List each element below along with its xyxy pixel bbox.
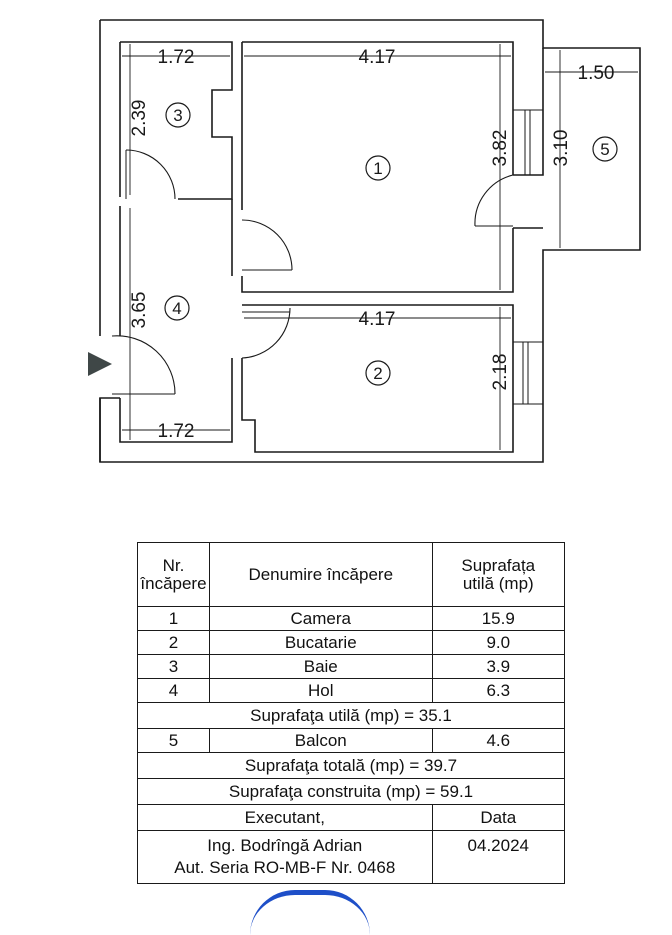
executant-label: Executant, [137, 804, 433, 831]
dim-room-3-width: 1.72 [158, 47, 195, 68]
row-name: Baie [208, 654, 433, 679]
room-3-label: 3 [173, 106, 182, 125]
table-row: 2 Bucatarie 9.0 [137, 630, 566, 655]
entrance-door-swing [111, 335, 176, 395]
dim-balcony-length: 3.10 [551, 130, 572, 167]
floor-plan: 1.72 2.39 4.17 3.82 1.50 3.10 4.17 2.18 … [88, 19, 641, 463]
bathroom-door-swing [125, 149, 176, 200]
dim-room-2-width: 4.17 [359, 309, 396, 330]
dim-hall-width: 1.72 [158, 421, 195, 442]
table-row: 3 Baie 3.9 [137, 654, 566, 679]
room-5-label: 5 [600, 140, 609, 159]
hall-wall [119, 199, 233, 443]
built-area: Suprafaţa construita (mp) = 59.1 [137, 778, 565, 805]
row-area: 4.6 [431, 728, 566, 753]
room-2-door-swing [241, 307, 291, 359]
dim-balcony-width: 1.50 [578, 63, 615, 84]
total-area-row: Suprafaţa totală (mp) = 39.7 [137, 752, 565, 779]
header-name: Denumire încăpere [208, 542, 433, 607]
header-nr: Nr. încăpere [137, 542, 210, 607]
room-5-marker [592, 136, 618, 162]
entrance-arrow-icon [88, 352, 112, 376]
usable-total-row: Suprafaţa utilă (mp) = 35.1 [137, 702, 565, 729]
dim-room-1-length: 3.82 [490, 130, 511, 167]
row-nr: 4 [137, 678, 210, 703]
table-header-row: Nr. încăpere Denumire încăpere Suprafața… [137, 542, 566, 607]
room-area-table: Nr. încăpere Denumire încăpere Suprafața… [137, 542, 566, 884]
room-3-marker [165, 102, 191, 128]
balcony-door-swing [474, 174, 514, 227]
room-4-marker [164, 295, 190, 321]
room-2-label: 2 [373, 364, 382, 383]
row-name: Bucatarie [208, 630, 433, 655]
table-row: 1 Camera 15.9 [137, 606, 566, 631]
room-1-wall [241, 41, 514, 293]
dim-room-2-length: 2.18 [490, 354, 511, 391]
built-area-row: Suprafaţa construita (mp) = 59.1 [137, 778, 565, 805]
row-name: Balcon [208, 728, 433, 753]
row-name: Camera [208, 606, 433, 631]
room-1-marker [365, 155, 391, 181]
row-nr: 2 [137, 630, 210, 655]
date-value: 04.2024 [431, 830, 566, 884]
row-nr: 3 [137, 654, 210, 679]
dim-room-1-width: 4.17 [359, 47, 396, 68]
outer-wall [99, 19, 641, 463]
authorization-number: Aut. Seria RO-MB-F Nr. 0468 [174, 858, 396, 878]
official-stamp [250, 890, 370, 935]
row-area: 9.0 [431, 630, 566, 655]
room-1-right-outer [513, 48, 544, 229]
table-row: 4 Hol 6.3 [137, 678, 566, 703]
room-3-wall [119, 41, 233, 200]
row-nr: 1 [137, 606, 210, 631]
executant-header-row: Executant, Data [137, 804, 566, 831]
date-label: Data [431, 804, 566, 831]
executant-details: Ing. Bodrîngă Adrian Aut. Seria RO-MB-F … [137, 830, 433, 884]
room-1-label: 1 [373, 159, 382, 178]
row-area: 6.3 [431, 678, 566, 703]
signature-row: Ing. Bodrîngă Adrian Aut. Seria RO-MB-F … [137, 830, 566, 884]
room-4-label: 4 [172, 299, 181, 318]
row-area: 15.9 [431, 606, 566, 631]
row-name: Hol [208, 678, 433, 703]
balcony-row: 5 Balcon 4.6 [137, 728, 566, 753]
room-2-marker [365, 360, 391, 386]
room-1-door-swing [241, 219, 293, 271]
usable-total: Suprafaţa utilă (mp) = 35.1 [137, 702, 565, 729]
row-nr: 5 [137, 728, 210, 753]
dim-hall-length: 3.65 [129, 292, 150, 329]
dim-room-3-length: 2.39 [129, 100, 150, 137]
total-area: Suprafaţa totală (mp) = 39.7 [137, 752, 565, 779]
engineer-name: Ing. Bodrîngă Adrian [207, 836, 363, 855]
row-area: 3.9 [431, 654, 566, 679]
room-2-wall [241, 304, 514, 453]
header-area: Suprafața utilă (mp) [431, 542, 566, 607]
